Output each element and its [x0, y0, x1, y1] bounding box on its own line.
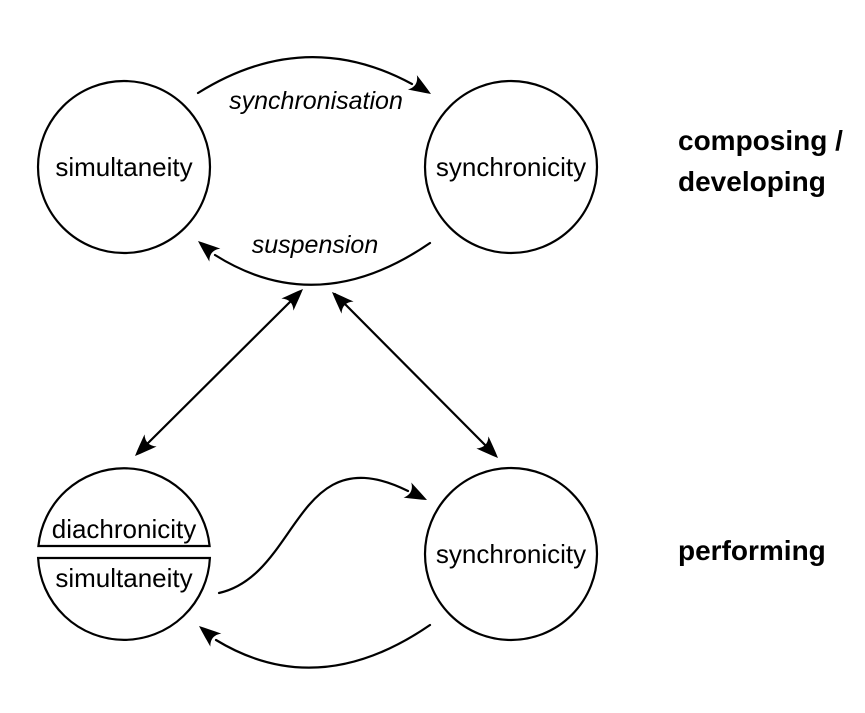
performing-forward-curve	[217, 476, 410, 595]
arrowhead-icon	[476, 436, 498, 458]
labels-group: simultaneity synchronicity synchronisati…	[52, 87, 843, 593]
arrowheads-group	[135, 75, 498, 647]
arrowhead-icon	[403, 482, 427, 500]
double-arrow-right-line	[333, 292, 497, 457]
simultaneity-bottom-node-label: simultaneity	[55, 563, 192, 593]
node-split-circle-top-half	[37, 467, 211, 548]
arrowhead-icon	[199, 626, 222, 647]
composing-developing-label-line2: developing	[678, 166, 826, 197]
node-split-circle-bottom-half	[36, 556, 212, 641]
edges-group	[136, 56, 497, 669]
diachronicity-node-label: diachronicity	[52, 514, 197, 544]
nodes-group	[36, 79, 599, 642]
node-synchronicity-bottom-circle	[423, 466, 599, 642]
arrowhead-icon	[198, 241, 221, 262]
double-arrow-left-line	[136, 290, 302, 455]
synchronisation-edge-label: synchronisation	[229, 87, 403, 115]
simultaneity-node-label: simultaneity	[55, 152, 192, 182]
arrowhead-icon	[135, 434, 157, 456]
suspension-arrow-curve	[213, 241, 432, 286]
suspension-edge-label: suspension	[252, 231, 378, 259]
performing-label: performing	[678, 535, 826, 566]
composing-developing-label-line1: composing /	[678, 125, 843, 156]
arrowhead-icon	[332, 292, 354, 314]
node-synchronicity-top-circle	[423, 79, 599, 255]
synchronicity-top-node-label: synchronicity	[436, 152, 586, 182]
synchronisation-arrow-curve	[196, 56, 414, 95]
node-simultaneity-circle	[36, 79, 212, 255]
arrowhead-icon	[407, 75, 431, 94]
synchronicity-bottom-node-label: synchronicity	[436, 539, 586, 569]
performing-back-curve	[214, 623, 432, 669]
arrowhead-icon	[281, 289, 303, 311]
